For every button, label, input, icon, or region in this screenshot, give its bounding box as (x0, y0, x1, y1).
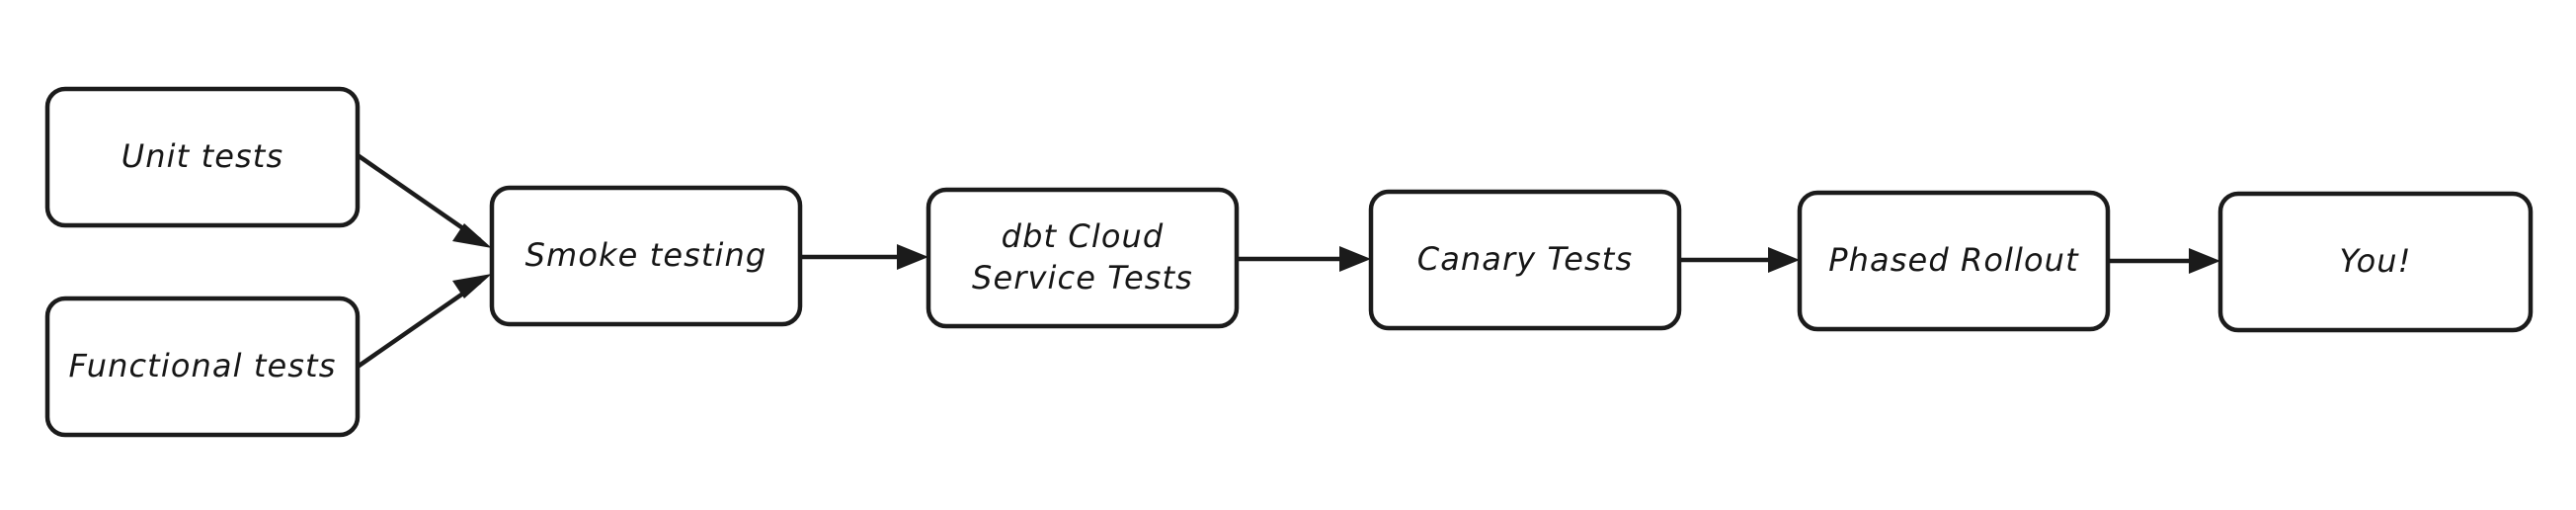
node-functional-tests-shape[interactable] (44, 296, 361, 438)
node-unit-tests-shape[interactable] (44, 86, 361, 228)
arrow-head-icon (897, 244, 928, 270)
nodes-layer: Unit tests Functional tests Smoke testin… (44, 86, 2534, 438)
node-smoke-testing-shape[interactable] (489, 185, 803, 327)
node-unit-tests[interactable]: Unit tests (44, 86, 361, 228)
node-functional-tests[interactable]: Functional tests (44, 296, 361, 438)
arrow-head-icon (452, 274, 492, 298)
node-functional-tests-label: Functional tests (69, 347, 337, 384)
arrow-head-icon (452, 223, 492, 248)
edges-layer (356, 153, 2220, 369)
node-phased-rollout-label: Phased Rollout (1828, 241, 2079, 279)
arrow-head-icon (1768, 247, 1800, 273)
edge-smoke-testing-to-dbt-cloud-service-tests (800, 244, 928, 270)
node-unit-tests-label: Unit tests (121, 137, 283, 175)
node-smoke-testing[interactable]: Smoke testing (489, 185, 803, 327)
edge-unit-tests-to-smoke-testing (356, 153, 492, 248)
node-canary-tests[interactable]: Canary Tests (1368, 189, 1682, 331)
node-canary-tests-shape[interactable] (1368, 189, 1682, 331)
edge-phased-rollout-to-you (2108, 248, 2220, 274)
node-smoke-testing-label: Smoke testing (525, 236, 767, 274)
edge-line (356, 280, 482, 369)
edge-canary-tests-to-phased-rollout (1679, 247, 1800, 273)
node-you-label: You! (2339, 242, 2411, 280)
node-dbt-cloud-service-tests-label-line2: Service Tests (972, 259, 1193, 297)
node-dbt-cloud-service-tests-label-line1: dbt Cloud (1002, 217, 1165, 255)
node-you[interactable]: You! (2217, 191, 2534, 333)
edge-line (356, 153, 482, 242)
arrow-head-icon (2189, 248, 2220, 274)
edge-functional-tests-to-smoke-testing (356, 274, 492, 369)
node-you-shape[interactable] (2217, 191, 2534, 333)
node-canary-tests-label: Canary Tests (1417, 240, 1633, 278)
arrow-head-icon (1339, 246, 1371, 272)
node-phased-rollout[interactable]: Phased Rollout (1797, 190, 2111, 332)
node-dbt-cloud-service-tests[interactable]: dbt Cloud Service Tests (926, 187, 1240, 329)
node-dbt-cloud-service-tests-shape[interactable] (926, 187, 1240, 329)
node-phased-rollout-shape[interactable] (1797, 190, 2111, 332)
edge-dbt-cloud-service-tests-to-canary-tests (1237, 246, 1371, 272)
